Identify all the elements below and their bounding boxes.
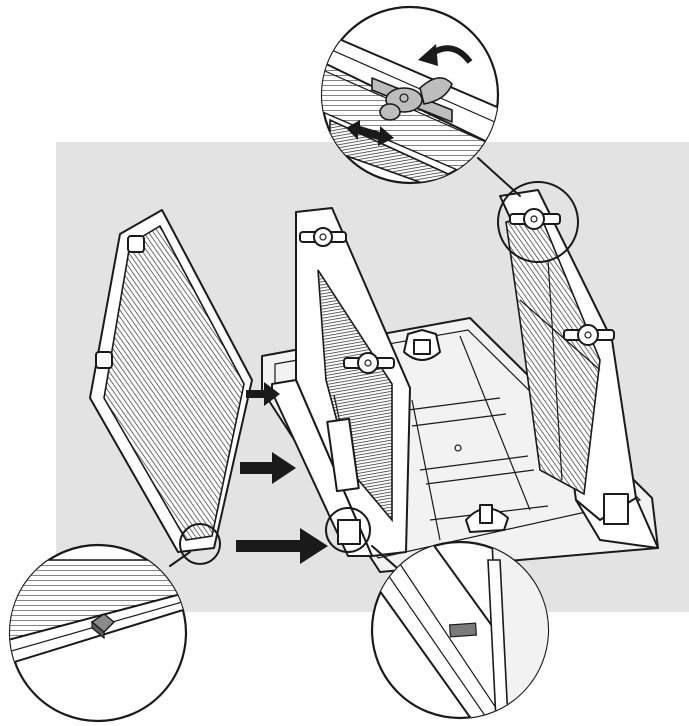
clip-tab xyxy=(90,613,116,640)
filter-corner-detail xyxy=(8,543,188,723)
latch-right-top xyxy=(509,208,561,230)
latch-left-bottom xyxy=(343,352,395,374)
detail-marker xyxy=(179,523,221,565)
right-frame xyxy=(499,189,659,549)
filter-panel xyxy=(89,209,253,553)
top-latch-detail xyxy=(320,5,500,185)
latch-left-top xyxy=(299,227,347,247)
detail-marker xyxy=(325,507,371,553)
arrow-right-icon xyxy=(236,528,328,564)
latch-right-bottom xyxy=(563,324,615,346)
left-frame xyxy=(271,207,411,557)
detail-marker xyxy=(497,181,579,263)
slot-tab xyxy=(448,622,478,638)
arrow-right-icon xyxy=(240,452,296,484)
latch-knob xyxy=(371,77,453,123)
curved-arrow-icon xyxy=(418,44,473,66)
double-arrow-icon xyxy=(346,120,394,146)
arrow-right-icon xyxy=(246,382,280,406)
leader-line xyxy=(169,551,191,567)
